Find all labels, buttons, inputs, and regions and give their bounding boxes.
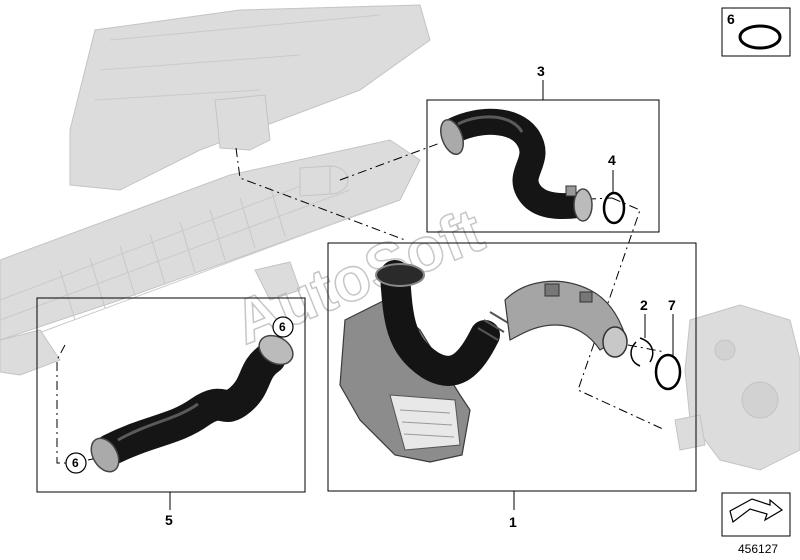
callout-7: 7	[668, 297, 676, 313]
background-throttle-body-ghost	[674, 304, 800, 471]
callout-6-circled-upper: 6	[272, 316, 294, 338]
svg-text:6: 6	[279, 320, 286, 334]
part-7-o-ring	[654, 353, 682, 391]
callout-6-circled-lower: 6	[65, 452, 87, 474]
group-frame-5	[36, 297, 306, 510]
part-4-o-ring	[602, 191, 626, 225]
callout-6-legend: 6	[727, 11, 735, 27]
reference-number: 456127	[738, 542, 778, 556]
reference-box	[721, 492, 791, 537]
callout-1: 1	[509, 514, 517, 530]
legend-box-6	[721, 7, 791, 57]
part-3-charge-air-hose	[440, 108, 593, 222]
group-frame-3	[426, 80, 660, 233]
part-1-intake-silencer	[339, 260, 628, 463]
callout-5: 5	[165, 512, 173, 528]
background-intercooler-ghost	[0, 4, 431, 376]
callout-2: 2	[640, 297, 648, 313]
part-5-charge-air-hose	[90, 334, 294, 473]
callout-leader-ticks	[612, 170, 674, 356]
callout-4: 4	[608, 152, 616, 168]
group-frame-1	[327, 242, 697, 510]
callout-3: 3	[537, 63, 545, 79]
svg-text:6: 6	[72, 456, 79, 470]
part-2-clip	[630, 337, 654, 367]
